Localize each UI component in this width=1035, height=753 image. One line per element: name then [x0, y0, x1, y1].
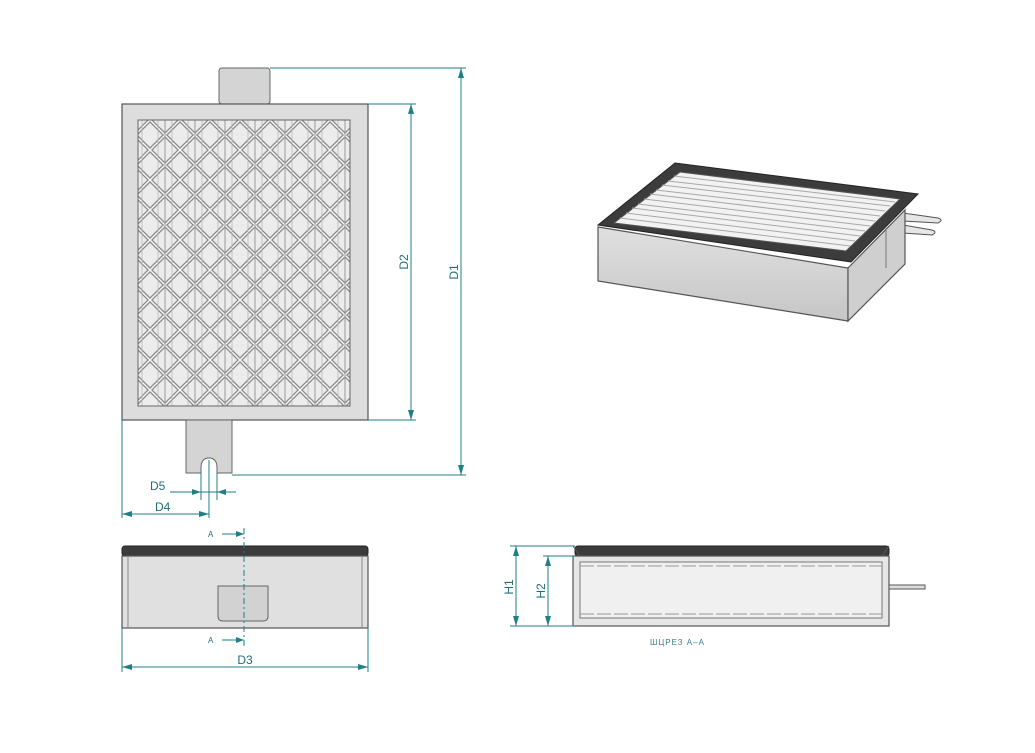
dim-h1-label: H1 — [502, 579, 516, 595]
dim-h2-label: H2 — [534, 583, 548, 599]
section-dimensions: H1 H2 — [502, 545, 575, 627]
bottom-view: A A — [121, 528, 369, 646]
section-seal — [574, 545, 890, 557]
section-media — [579, 561, 883, 619]
bottom-slot-tab — [185, 419, 233, 474]
section-side-tab — [888, 584, 926, 590]
dim-d2-label: D2 — [397, 254, 411, 270]
iso-pleated-top — [612, 171, 902, 252]
section-view: ШЦРЕЗ А–А — [572, 545, 926, 647]
section-caption: ШЦРЕЗ А–А — [650, 638, 705, 647]
dim-d3-label: D3 — [237, 653, 253, 667]
section-marker-bottom: A — [208, 636, 214, 645]
iso-side-tab — [902, 212, 942, 236]
iso-pleat-lines — [619, 175, 896, 247]
dim-d4-label: D4 — [155, 500, 171, 514]
section-marker-top: A — [208, 530, 214, 539]
front-dimensions: D1 D2 D5 D4 — [121, 67, 466, 518]
bottom-dimensions: D3 — [121, 628, 369, 672]
front-view — [121, 67, 369, 474]
filter-media — [137, 119, 351, 407]
dim-d5-label: D5 — [150, 479, 166, 493]
dim-d1-label: D1 — [447, 264, 461, 280]
isometric-view — [596, 162, 942, 323]
bottom-notch — [217, 585, 269, 622]
bottom-seal — [121, 545, 369, 557]
top-tab — [218, 67, 271, 105]
